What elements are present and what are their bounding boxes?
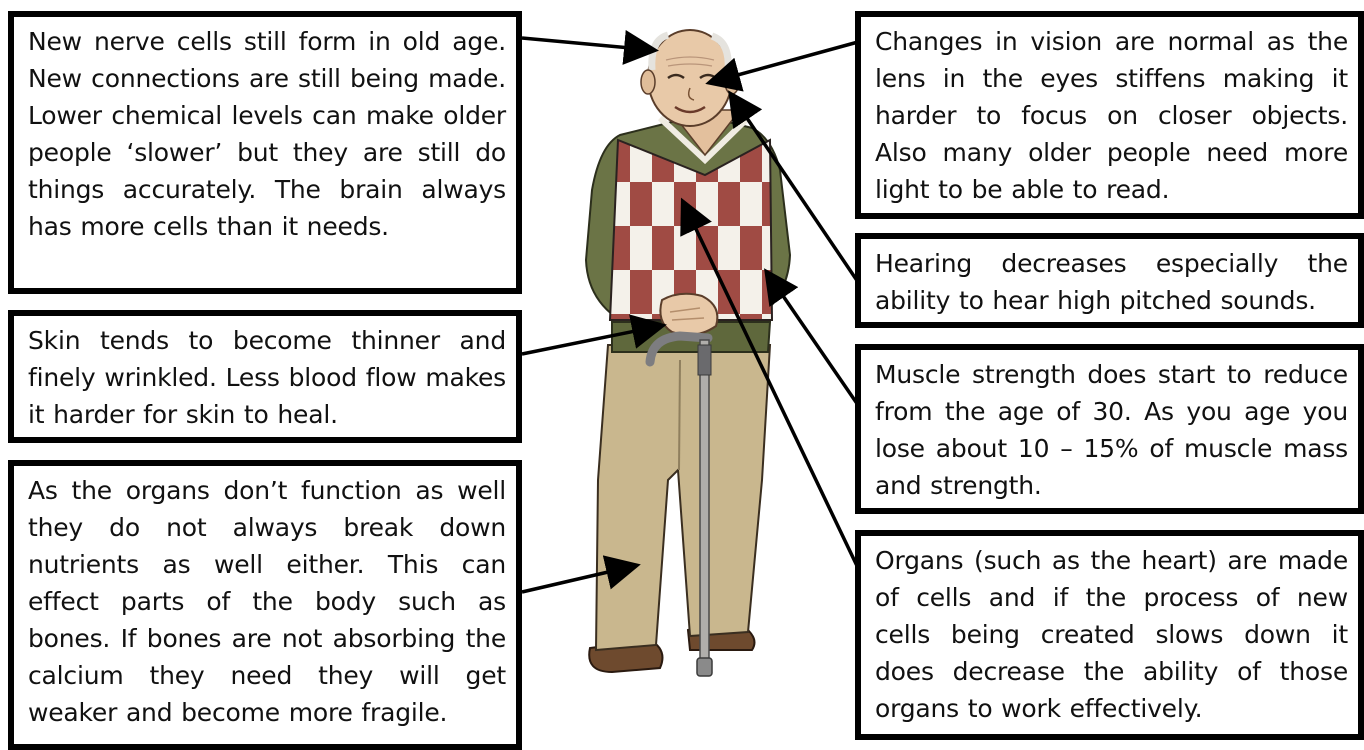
vest-check — [740, 204, 762, 226]
bones-info-text: As the organs don’t function as well the… — [28, 476, 506, 727]
hearing-info-text: Hearing decreases especially the ability… — [875, 249, 1348, 315]
vest-check — [630, 160, 652, 182]
vest-check — [696, 182, 718, 204]
vest-check — [674, 182, 696, 204]
trousers — [596, 345, 770, 650]
organs-info-box: Organs (such as the heart) are made of c… — [855, 530, 1364, 740]
vest-check — [740, 292, 762, 314]
vest-check — [652, 204, 674, 226]
vision-info-text: Changes in vision are normal as the lens… — [875, 27, 1348, 204]
hearing-info-box: Hearing decreases especially the ability… — [855, 233, 1364, 328]
vest-check — [740, 160, 762, 182]
vest-check — [696, 270, 718, 292]
vest-check — [674, 226, 696, 248]
vest-check — [674, 248, 696, 270]
vest-check — [630, 182, 652, 204]
vest-check — [718, 204, 740, 226]
brain-info-box: New nerve cells still form in old age. N… — [8, 11, 522, 294]
vest-check — [740, 270, 762, 292]
muscle-info-box: Muscle strength does start to reduce fro… — [855, 344, 1364, 514]
organs-info-text: Organs (such as the heart) are made of c… — [875, 546, 1348, 723]
vest-check — [740, 182, 762, 204]
elderly-man-illustration — [586, 30, 790, 676]
vest-check — [718, 226, 740, 248]
vest-check — [652, 160, 674, 182]
skin-info-box: Skin tends to become thinner and finely … — [8, 310, 522, 443]
vest-check — [674, 270, 696, 292]
bones-info-box: As the organs don’t function as well the… — [8, 460, 522, 750]
vest-check — [718, 182, 740, 204]
hands — [660, 294, 717, 335]
vest-check — [630, 204, 652, 226]
vest-check — [740, 226, 762, 248]
brain-info-text: New nerve cells still form in old age. N… — [28, 27, 506, 241]
vest-check — [630, 270, 652, 292]
vest-check — [696, 204, 718, 226]
vest-check — [630, 292, 652, 314]
vest-check — [652, 226, 674, 248]
skin-info-text: Skin tends to become thinner and finely … — [28, 326, 506, 429]
arrow-brain — [522, 38, 652, 50]
arrow-muscle — [768, 274, 858, 405]
vest-check — [630, 248, 652, 270]
vest-check — [630, 226, 652, 248]
vest-check — [652, 182, 674, 204]
vest-check — [740, 248, 762, 270]
vision-info-box: Changes in vision are normal as the lens… — [855, 11, 1364, 219]
vest-check — [718, 248, 740, 270]
muscle-info-text: Muscle strength does start to reduce fro… — [875, 360, 1348, 500]
arrow-vision — [712, 42, 858, 82]
vest-check — [652, 248, 674, 270]
vest-check — [652, 270, 674, 292]
